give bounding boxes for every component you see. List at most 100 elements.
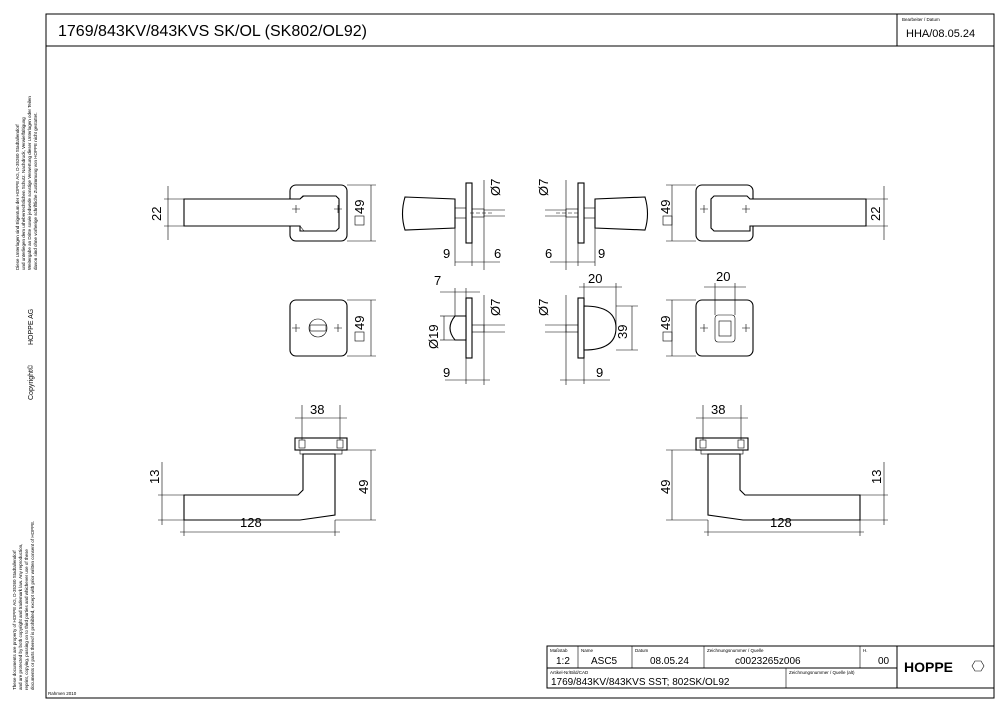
dim-6: 6 — [545, 246, 552, 261]
handle-side-right: Ø7 6 9 — [536, 179, 649, 270]
handle-top-left: 38 13 49 128 — [147, 402, 376, 536]
notice-en-line: documents or parts thereof is prohibited… — [30, 521, 35, 690]
company-name: HOPPE AG — [28, 309, 35, 345]
square-symbol — [662, 215, 673, 226]
turn-knob-profile — [449, 315, 467, 341]
lever-top-outline — [183, 453, 336, 521]
screw-mark — [334, 205, 342, 213]
dim-39: 39 — [615, 325, 630, 339]
knob-profile — [594, 196, 649, 231]
date-value: 08.05.24 — [650, 656, 689, 667]
dim-49: 49 — [352, 316, 367, 330]
rose-square — [695, 299, 754, 357]
notice-en-line: These documents are property of HOPPE AG… — [12, 550, 17, 690]
lever-outline — [710, 195, 867, 232]
notice-de-line: und unterliegen dem urheberrechtlichen S… — [21, 117, 26, 270]
wc-rose-front-right: 20 49 — [658, 269, 754, 357]
wc-rose-front-left: 49 — [289, 299, 376, 357]
turn-knob — [308, 318, 328, 338]
square-symbol — [662, 331, 673, 342]
square-symbol — [354, 215, 365, 226]
screw-mark — [292, 324, 300, 332]
index-label: H. — [863, 648, 868, 653]
rose-profile — [577, 182, 585, 244]
dim-22: 22 — [149, 207, 164, 221]
wc-turn-side: 7 Ø19 Ø7 9 — [426, 273, 505, 385]
turn-slot — [309, 324, 327, 332]
scale-value: 1:2 — [556, 656, 570, 667]
knob-profile — [401, 196, 456, 231]
hoppe-logo: HOPPE — [904, 659, 953, 675]
handle-top-right: 38 49 13 128 — [658, 402, 888, 536]
rose-profile — [465, 297, 473, 359]
indicator-profile — [583, 305, 617, 351]
notice-de-line: Diese Unterlagen sind Eigentum der HOPPE… — [15, 124, 20, 270]
spindle — [471, 324, 485, 333]
indicator-window — [714, 314, 736, 343]
drawing-no-label: Zeichnungsnummer / Quelle — [707, 648, 764, 653]
template-label: Rahmen 2010 — [48, 691, 77, 696]
dim-20: 20 — [716, 269, 730, 284]
name-value: ASC5 — [591, 656, 618, 667]
square-symbol — [354, 331, 365, 342]
dim-49: 49 — [352, 200, 367, 214]
screw-mark — [292, 205, 300, 213]
handle-side-left: Ø7 9 6 — [401, 179, 505, 270]
dim-49: 49 — [356, 480, 371, 494]
dim-d7: Ø7 — [488, 179, 503, 196]
editor-label: Bearbeiter / Datum — [902, 17, 940, 22]
article-value: 1769/843KV/843KVS SST; 802SK/OL92 — [551, 677, 730, 688]
lever-top-outline — [707, 453, 861, 521]
screw-mark — [742, 205, 750, 213]
dim-128: 128 — [240, 515, 262, 530]
notice-en: These documents are property of HOPPE AG… — [12, 521, 35, 690]
indicator-slot — [718, 320, 732, 337]
dim-13: 13 — [869, 470, 884, 484]
notice-de-line: davon sind ohne vorherige schriftliche Z… — [33, 112, 38, 270]
spindle — [565, 324, 579, 333]
dim-9: 9 — [443, 246, 450, 261]
handle-front-right: 49 22 — [658, 184, 888, 242]
dim-128: 128 — [770, 515, 792, 530]
wc-indicator-side: Ø7 20 39 9 — [536, 271, 638, 385]
dim-7: 7 — [434, 273, 441, 288]
notice-en-line: reprint, copying, passing on to third pa… — [24, 549, 29, 690]
rose-square — [289, 299, 348, 357]
dim-d7: Ø7 — [536, 299, 551, 316]
drawing-title: 1769/843KV/843KVS SK/OL (SK802/OL92) — [58, 23, 367, 40]
dim-6: 6 — [494, 246, 501, 261]
dim-49: 49 — [658, 316, 673, 330]
notice-de-line: Weitergabe an Dritte sowie jedwede sonst… — [27, 96, 32, 270]
notice-de: Diese Unterlagen sind Eigentum der HOPPE… — [15, 96, 38, 270]
screw-mark — [700, 205, 708, 213]
dim-9: 9 — [598, 246, 605, 261]
drawing-no-value: c0023265z006 — [735, 656, 801, 667]
editor-value: HHA/08.05.24 — [906, 28, 975, 40]
article-label: Artikel-Nr/Bild/CAD — [550, 670, 589, 675]
notice-en-line: and are protected by both copyright and … — [18, 544, 23, 690]
title-block: Maßstab 1:2 Name ASC5 Datum 08.05.24 Zei… — [48, 645, 995, 696]
index-value: 00 — [878, 656, 890, 667]
hoppe-logo-icon — [971, 660, 985, 672]
dim-49: 49 — [658, 480, 673, 494]
rose-profile — [577, 297, 585, 359]
lever-outline — [183, 195, 340, 232]
drawing-frame — [45, 13, 995, 699]
date-label: Datum — [635, 648, 649, 653]
scale-label: Maßstab — [550, 648, 568, 653]
dim-9: 9 — [443, 365, 450, 380]
copyright-label: Copyright© — [27, 364, 35, 400]
screw-mark — [700, 324, 708, 332]
dim-38: 38 — [310, 402, 324, 417]
handle-front-left: 22 49 — [149, 184, 376, 242]
dim-49: 49 — [658, 200, 673, 214]
dim-13: 13 — [147, 470, 162, 484]
name-label: Name — [581, 648, 594, 653]
dim-9: 9 — [596, 365, 603, 380]
dim-38: 38 — [711, 402, 725, 417]
dim-22: 22 — [868, 207, 883, 221]
drawing-no-old-label: Zeichnungsnummer / Quelle (alt) — [789, 670, 855, 675]
dim-d7: Ø7 — [488, 299, 503, 316]
